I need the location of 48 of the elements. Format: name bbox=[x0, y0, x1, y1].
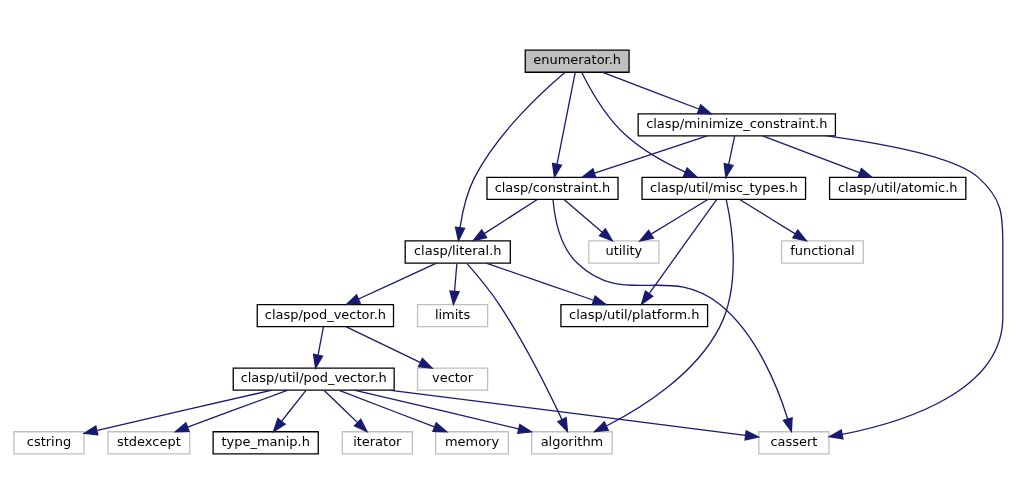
arrow bbox=[723, 135, 736, 180]
arrow bbox=[739, 198, 808, 242]
node-box: iterator bbox=[341, 431, 413, 455]
node-box: cassert bbox=[758, 431, 830, 455]
arrow bbox=[762, 135, 874, 179]
arrow bbox=[563, 199, 614, 243]
arrow bbox=[471, 198, 538, 242]
arrow bbox=[581, 72, 700, 179]
arrow bbox=[82, 389, 272, 436]
arrow bbox=[454, 71, 566, 243]
node-box: clasp/util/pod_vector.h bbox=[232, 367, 395, 391]
arrow bbox=[580, 135, 708, 179]
arrow bbox=[640, 198, 718, 306]
node-box: enumerator.h bbox=[524, 49, 630, 73]
node-box: clasp/util/atomic.h bbox=[828, 176, 967, 201]
arrow bbox=[826, 135, 1004, 440]
node-box: clasp/util/misc_types.h bbox=[641, 176, 807, 201]
node-box: cstring bbox=[13, 431, 85, 455]
arrow bbox=[449, 262, 460, 307]
arrow bbox=[312, 326, 325, 370]
arrow bbox=[602, 71, 714, 115]
arrow bbox=[354, 389, 534, 435]
node-box: clasp/literal.h bbox=[404, 240, 511, 264]
arrow bbox=[485, 262, 608, 306]
arrow bbox=[272, 389, 307, 434]
node-box: clasp/constraint.h bbox=[486, 176, 619, 201]
arrow bbox=[592, 199, 734, 433]
arrow bbox=[323, 389, 369, 433]
arrow bbox=[344, 262, 438, 306]
node-box: clasp/util/platform.h bbox=[560, 303, 709, 328]
node-box: functional bbox=[780, 240, 864, 264]
node-box: clasp/pod_vector.h bbox=[256, 303, 395, 328]
node-box: memory bbox=[435, 431, 509, 455]
node-box: algorithm bbox=[531, 431, 613, 455]
arrow bbox=[638, 198, 709, 242]
arrow bbox=[345, 326, 434, 369]
node-box: stdexcept bbox=[107, 431, 191, 455]
node-box: limits bbox=[416, 303, 489, 328]
arrow bbox=[390, 389, 761, 441]
arrow bbox=[173, 389, 288, 433]
arrow bbox=[338, 389, 449, 433]
node-box: utility bbox=[588, 240, 660, 264]
node-box: clasp/minimize_constraint.h bbox=[637, 113, 837, 137]
arrow bbox=[551, 71, 576, 179]
arrow bbox=[552, 199, 793, 434]
arrow bbox=[466, 262, 569, 434]
node-box: type_manip.h bbox=[212, 431, 319, 455]
node-box: vector bbox=[416, 367, 489, 391]
